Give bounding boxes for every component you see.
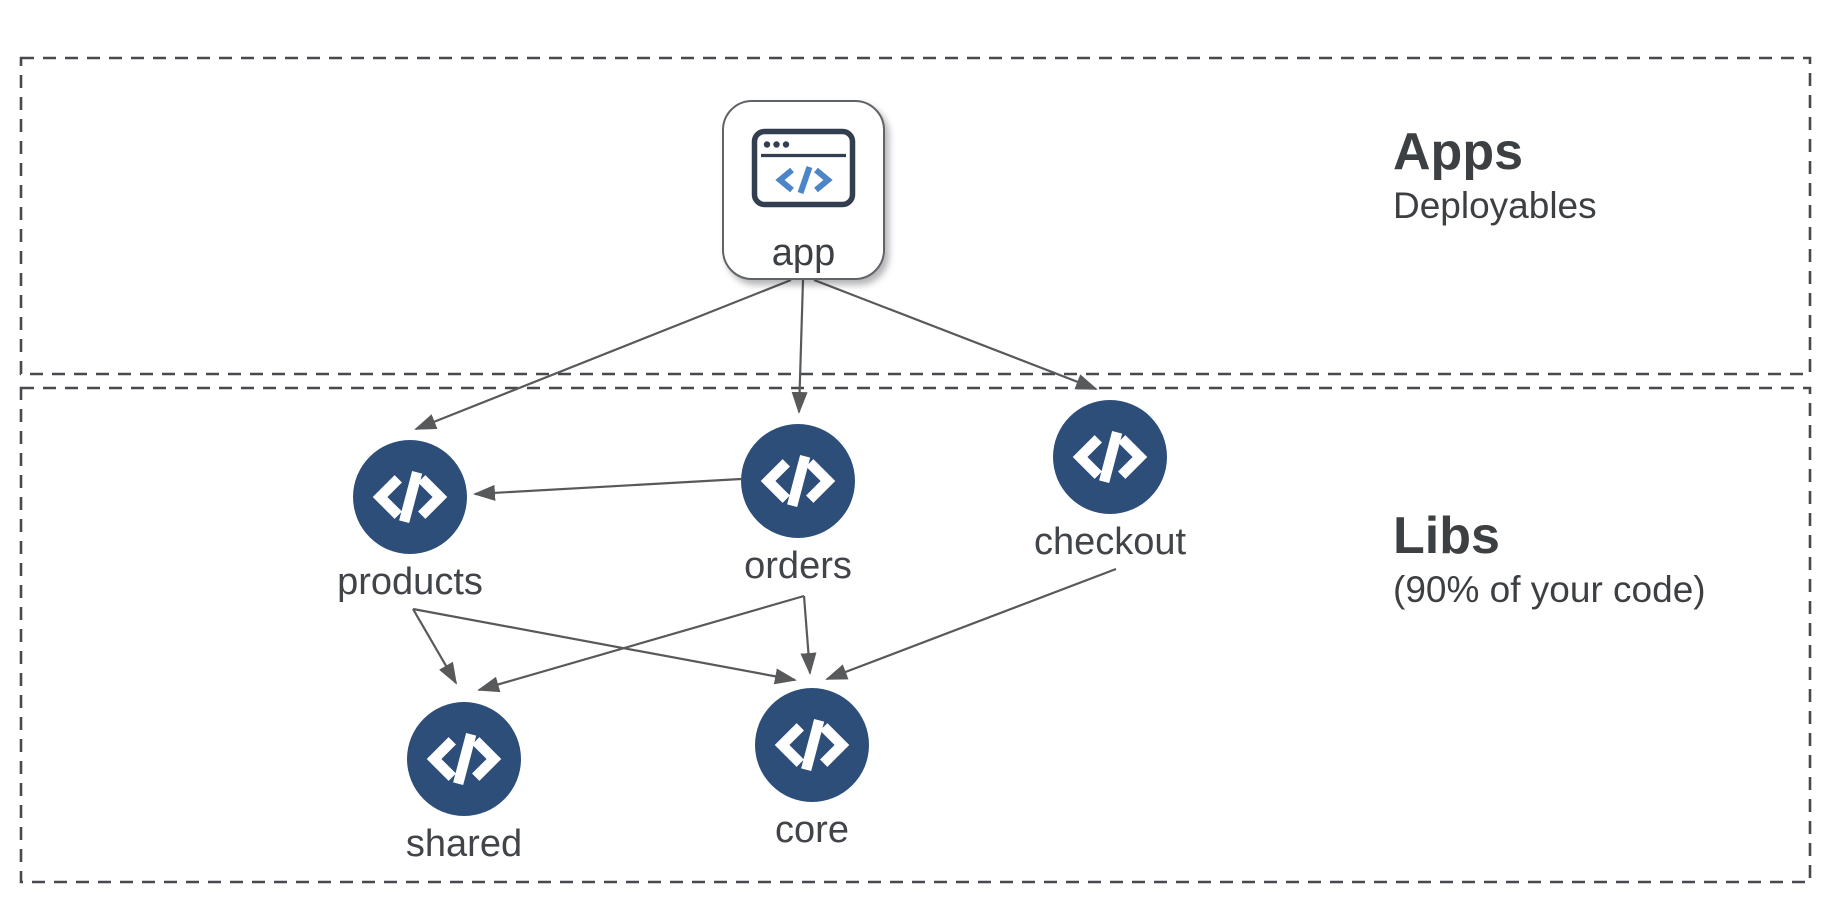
browser-code-icon [751, 128, 856, 208]
lib-node-circle [1053, 400, 1167, 514]
edge-orders-to-shared [477, 594, 805, 693]
app-node-label: app [771, 232, 836, 274]
section-subtitle: Deployables [1393, 185, 1597, 227]
edge-products-to-core [412, 607, 797, 685]
section-subtitle: (90% of your code) [1393, 569, 1706, 611]
edge-orders-to-products [473, 477, 742, 501]
edge-app-to-products [414, 278, 792, 431]
lib-node-circle [741, 424, 855, 538]
app-node: app [722, 100, 885, 280]
lib-node-products: products [310, 440, 510, 605]
code-icon [760, 454, 836, 508]
lib-node-circle [755, 688, 869, 802]
edge-app-to-checkout [813, 278, 1098, 391]
edge-products-to-shared [412, 608, 458, 685]
lib-node-label: orders [744, 545, 852, 587]
lib-node-circle [353, 440, 467, 554]
apps-section-label: Apps Deployables [1393, 123, 1597, 228]
code-icon [372, 470, 448, 524]
code-icon [426, 732, 502, 786]
lib-node-core: core [712, 688, 912, 853]
edge-checkout-to-core [825, 567, 1117, 681]
edge-app-to-orders [791, 279, 808, 414]
section-title: Apps [1393, 123, 1523, 181]
lib-node-orders: orders [698, 424, 898, 589]
apps-boundary-box [19, 56, 1812, 376]
lib-node-label: checkout [1033, 521, 1187, 563]
lib-node-checkout: checkout [1010, 400, 1210, 565]
lib-node-label: shared [405, 823, 523, 865]
lib-node-circle [407, 702, 521, 816]
section-title: Libs [1393, 507, 1500, 565]
code-icon [1072, 430, 1148, 484]
libs-section-label: Libs (90% of your code) [1393, 507, 1706, 612]
lib-node-label: products [337, 561, 483, 603]
lib-node-shared: shared [364, 702, 564, 867]
lib-node-label: core [775, 809, 849, 851]
edge-orders-to-core [800, 595, 817, 675]
code-icon [774, 718, 850, 772]
libs-boundary-box [19, 386, 1812, 884]
